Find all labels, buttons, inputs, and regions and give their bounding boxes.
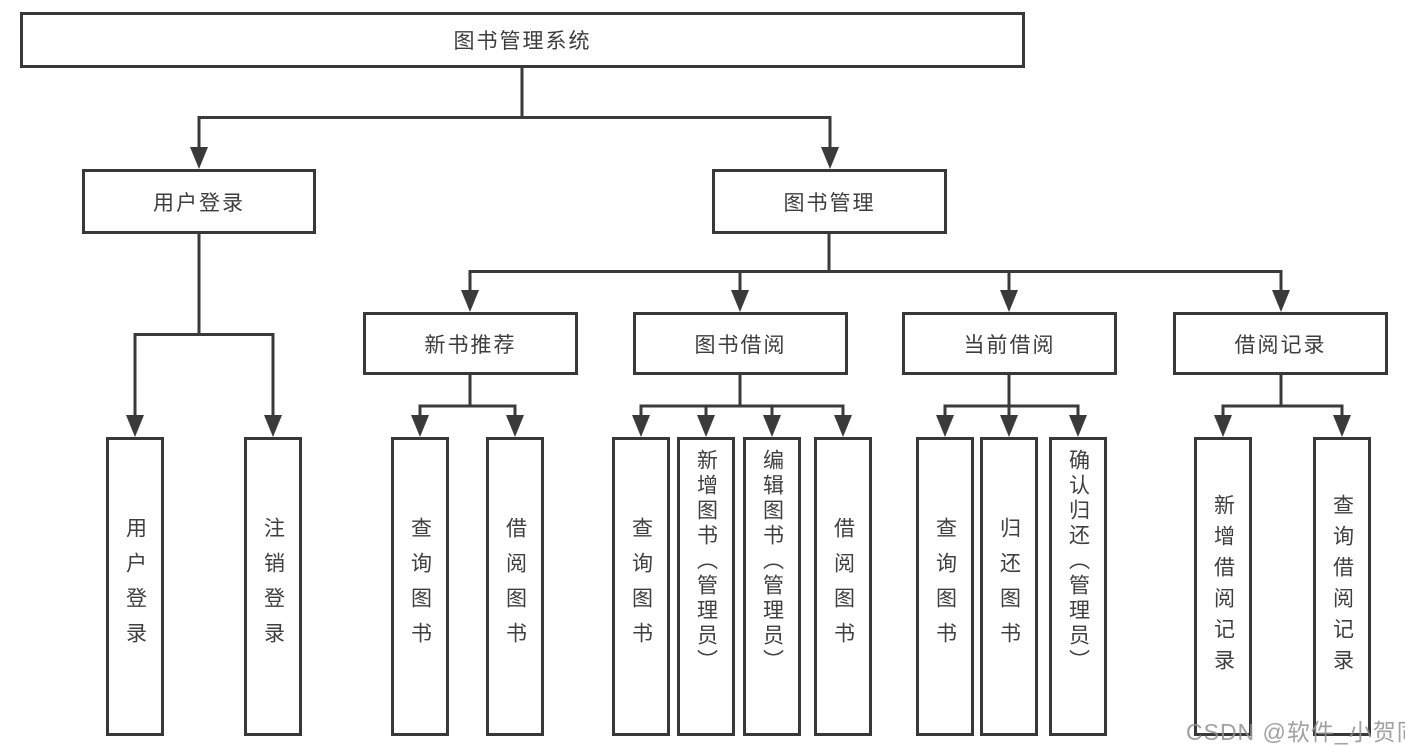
- leaf-label: 注销登录: [261, 516, 285, 657]
- connector-current-borrow: [943, 375, 1080, 418]
- leaf-label: 确认归还（管理员）: [1066, 449, 1090, 674]
- connector-book-mgmt: [468, 234, 1283, 293]
- node-label: 借阅记录: [1234, 333, 1327, 357]
- leaf-query-books-current: 查询图书: [916, 437, 974, 736]
- connector-borrow-records: [1221, 375, 1344, 418]
- arrowheads: [126, 147, 1351, 437]
- connector-user-login: [133, 234, 275, 418]
- leaf-add-borrow-record: 新增借阅记录: [1194, 437, 1252, 736]
- node-book-borrow: 图书借阅: [633, 312, 848, 375]
- connector-new-books: [418, 375, 517, 418]
- leaf-borrow-books: 借阅图书: [814, 437, 872, 736]
- connector-root: [197, 67, 832, 150]
- leaf-edit-book-admin: 编辑图书（管理员）: [743, 437, 801, 736]
- leaf-add-book-admin: 新增图书（管理员）: [677, 437, 735, 736]
- leaf-label: 借阅图书: [503, 516, 527, 657]
- leaf-logout: 注销登录: [244, 437, 302, 736]
- leaf-label: 归还图书: [997, 516, 1021, 657]
- watermark: CSDN @软件_小贺同学: [1186, 719, 1405, 745]
- node-label: 图书管理: [783, 191, 876, 215]
- node-book-management: 图书管理: [712, 169, 947, 234]
- node-user-login: 用户登录: [82, 169, 316, 234]
- leaf-label: 查询图书: [408, 516, 432, 657]
- node-label: 当前借阅: [963, 333, 1056, 357]
- node-label: 用户登录: [153, 191, 245, 215]
- leaf-label: 借阅图书: [831, 516, 855, 657]
- leaf-query-borrow-record: 查询借阅记录: [1313, 437, 1371, 736]
- node-current-borrow: 当前借阅: [902, 312, 1117, 375]
- leaf-label: 查询借阅记录: [1330, 493, 1354, 680]
- node-label: 图书借阅: [694, 333, 787, 357]
- node-new-book-recommend: 新书推荐: [363, 312, 578, 375]
- connector-book-borrow: [639, 375, 845, 418]
- node-label: 新书推荐: [424, 333, 517, 357]
- leaf-return-book: 归还图书: [980, 437, 1038, 736]
- leaf-label: 查询图书: [933, 516, 957, 657]
- leaf-query-books-recommend: 查询图书: [391, 437, 449, 736]
- node-borrow-records: 借阅记录: [1173, 312, 1388, 375]
- node-label: 图书管理系统: [453, 30, 592, 53]
- leaf-confirm-return-admin: 确认归还（管理员）: [1049, 437, 1107, 736]
- leaf-label: 用户登录: [123, 516, 147, 657]
- leaf-label: 查询图书: [629, 516, 653, 657]
- leaf-label: 新增借阅记录: [1211, 493, 1235, 680]
- leaf-user-login: 用户登录: [106, 437, 164, 736]
- leaf-borrow-books-recommend: 借阅图书: [486, 437, 544, 736]
- leaf-label: 新增图书（管理员）: [694, 449, 718, 674]
- node-root-system: 图书管理系统: [20, 12, 1025, 68]
- leaf-query-books-borrow: 查询图书: [612, 437, 670, 736]
- leaf-label: 编辑图书（管理员）: [760, 449, 784, 674]
